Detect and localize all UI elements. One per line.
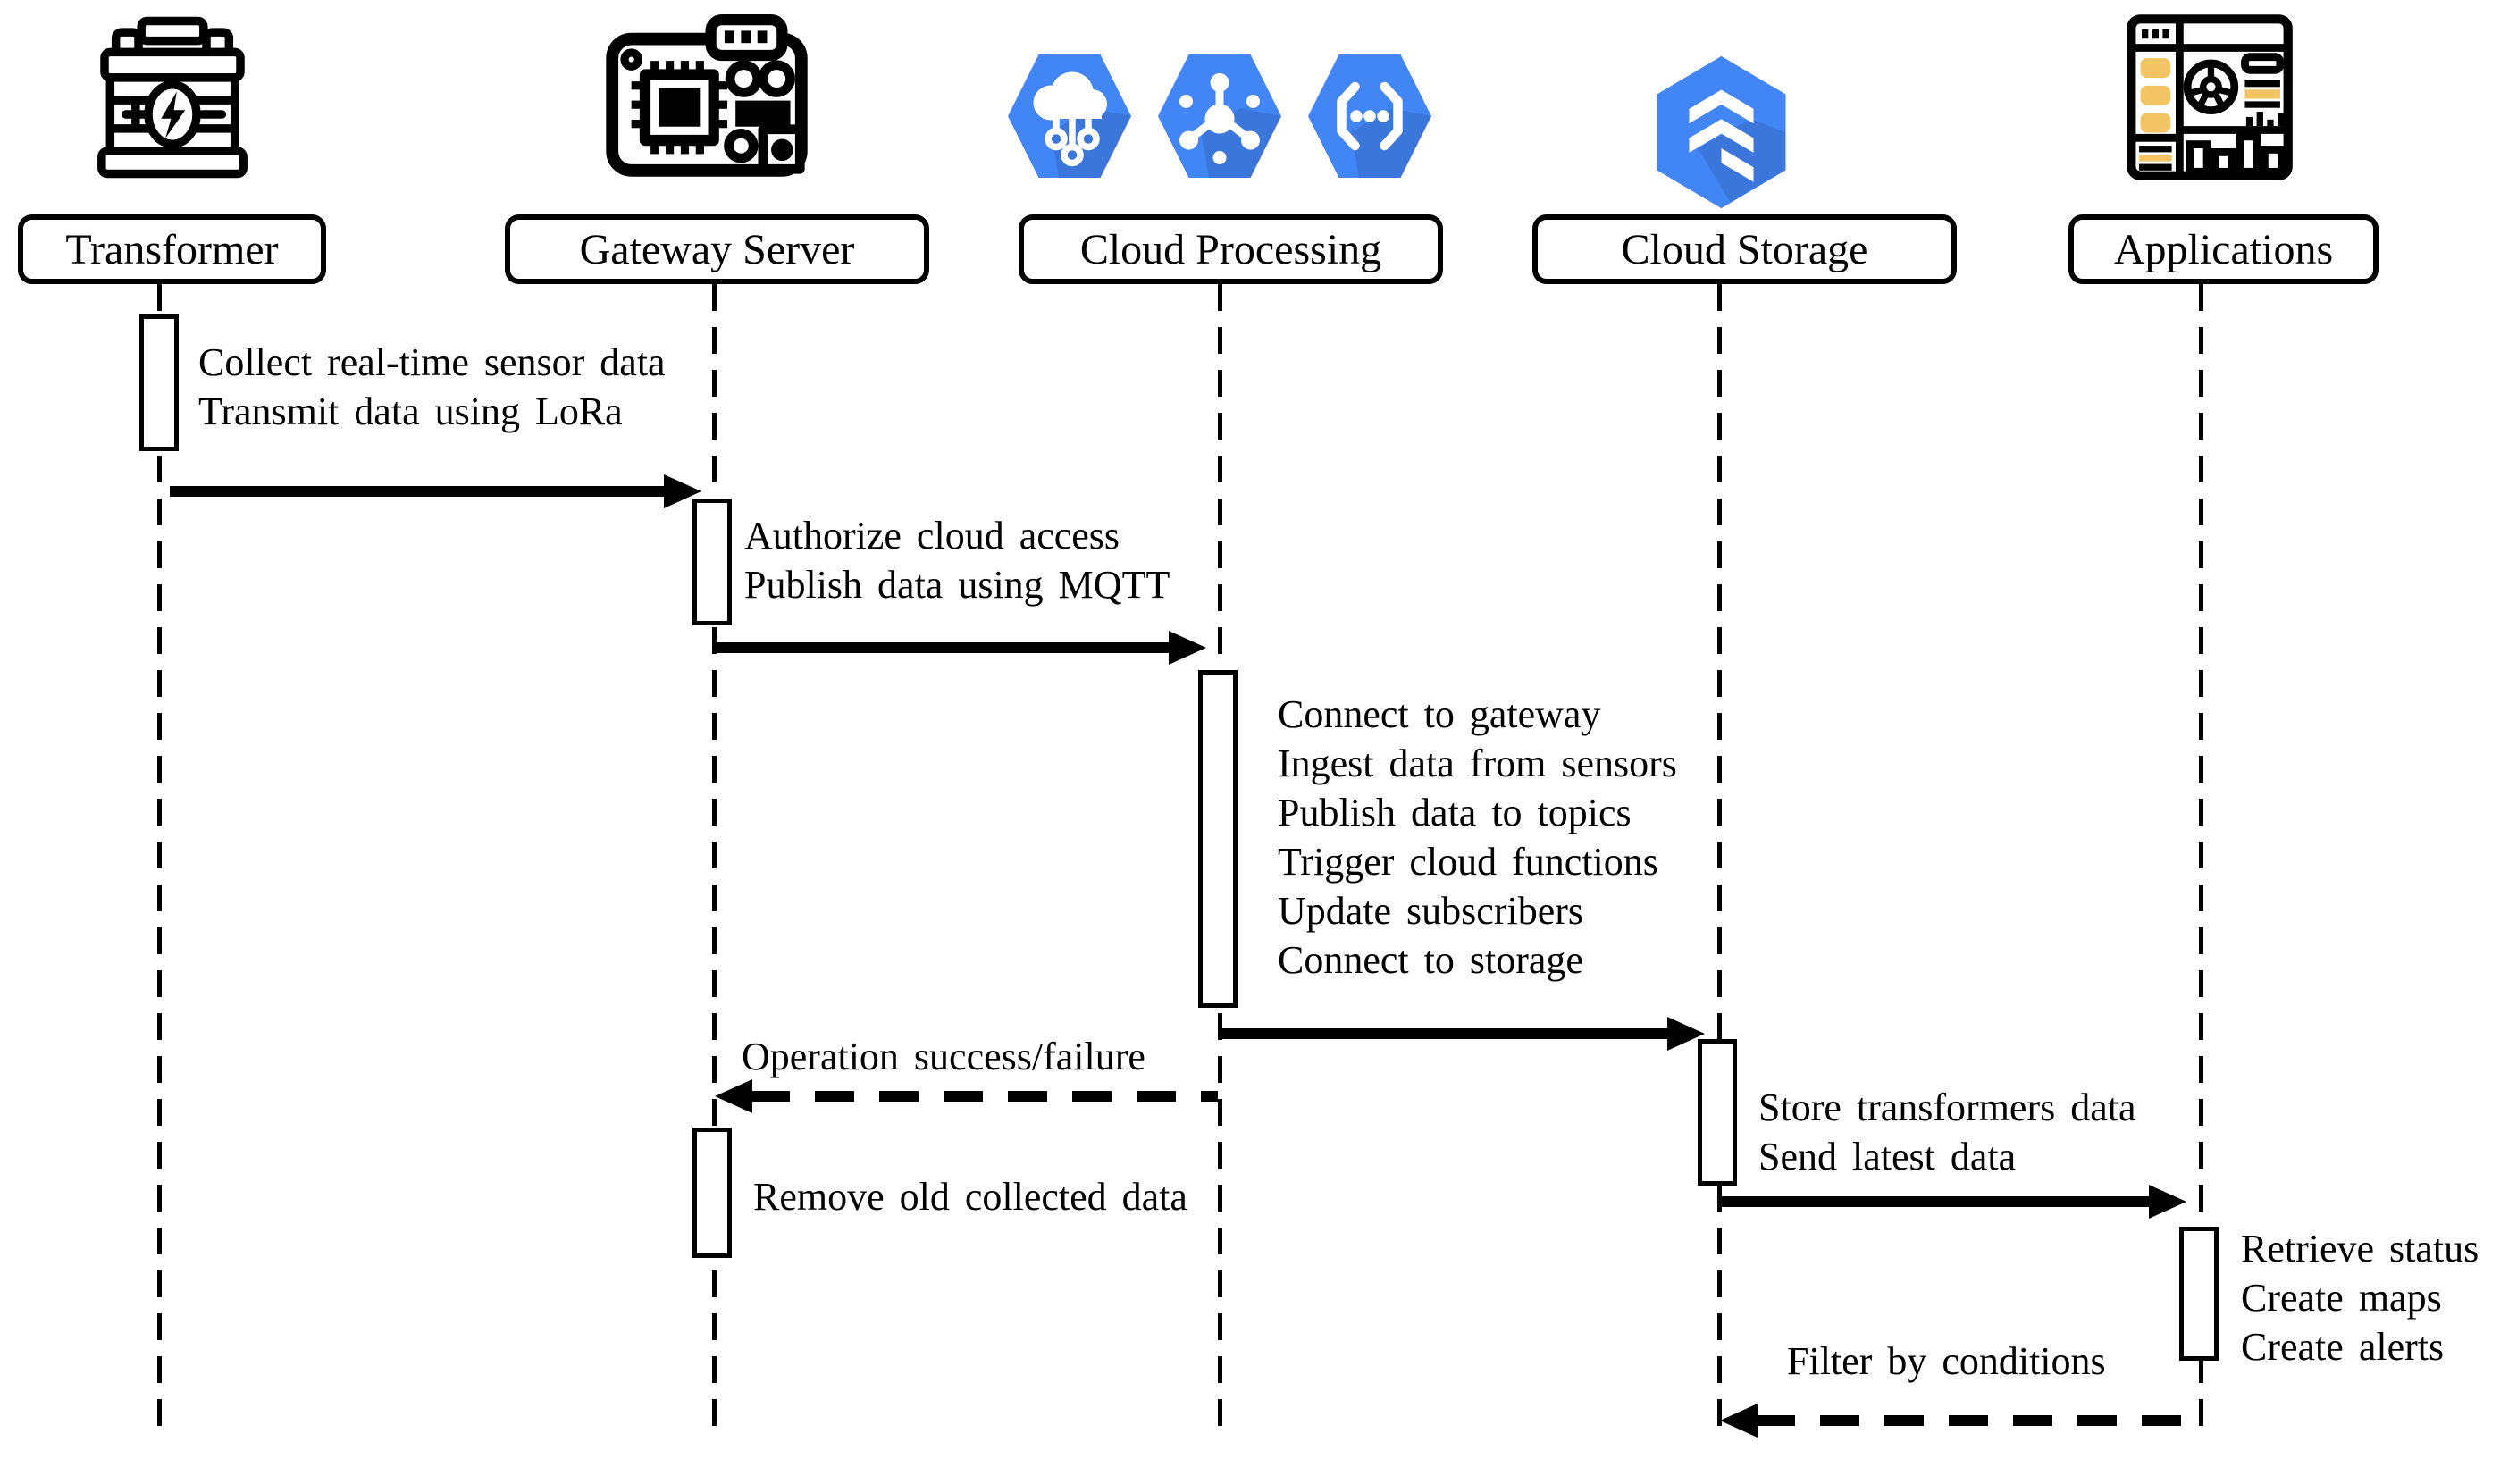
note-line: Operation success/failure [742, 1035, 1145, 1078]
arrow-processing-to-storage [1220, 1017, 1705, 1051]
note-line: Send latest data [1758, 1135, 2017, 1178]
note-line: Transmit data using LoRa [198, 390, 623, 433]
note-line: Collect real-time sensor data [198, 340, 666, 384]
note-storage-activity: Store transformers data Send latest data [1758, 1083, 2136, 1181]
dashed-arrow-processing-to-gateway [715, 1079, 1218, 1113]
note-line: Connect to storage [1278, 938, 1583, 982]
activation-applications [2179, 1227, 2219, 1361]
arrow-gateway-to-processing [712, 631, 1206, 665]
note-processing-activity: Connect to gateway Ingest data from sens… [1278, 690, 1677, 985]
cloud-storage-hexagon-icon [1657, 55, 1786, 209]
note-line: Authorize cloud access [744, 514, 1120, 558]
note-transformer-activity: Collect real-time sensor data Transmit d… [198, 338, 666, 436]
note-line: Update subscribers [1278, 889, 1584, 933]
dashed-arrow-applications-to-storage [1720, 1404, 2199, 1438]
note-gateway-cleanup: Remove old collected data [753, 1172, 1187, 1221]
actor-label-cloud-storage: Cloud Storage [1532, 214, 1957, 284]
actor-label-gateway-server: Gateway Server [505, 214, 929, 284]
activation-cloud-processing [1198, 670, 1238, 1008]
note-line: Store transformers data [1758, 1086, 2136, 1129]
cloud-pubsub-hexagon-icon [1158, 54, 1281, 178]
activation-gateway-1 [692, 499, 732, 625]
note-line: Create maps [2241, 1276, 2442, 1320]
lifeline-applications [2199, 284, 2203, 1438]
cloud-iot-core-hexagon-icon [1008, 54, 1131, 178]
arrow-transformer-to-gateway [170, 474, 701, 508]
lifeline-gateway-server [712, 284, 717, 1438]
note-line: Filter by conditions [1787, 1339, 2106, 1383]
label-operation-result: Operation success/failure [742, 1032, 1145, 1081]
note-gateway-activity: Authorize cloud access Publish data usin… [744, 511, 1170, 609]
transformer-battery-icon [97, 16, 248, 179]
applications-dashboard-icon [2127, 14, 2293, 180]
label-filter-result: Filter by conditions [1787, 1337, 2106, 1386]
activation-gateway-2 [692, 1128, 732, 1258]
note-line: Trigger cloud functions [1278, 840, 1658, 884]
activation-cloud-storage [1698, 1039, 1737, 1186]
note-line: Publish data using MQTT [744, 563, 1170, 607]
cloud-functions-hexagon-icon [1308, 54, 1431, 178]
actor-label-transformer: Transformer [18, 214, 326, 284]
actor-label-applications: Applications [2068, 214, 2379, 284]
note-line: Ingest data from sensors [1278, 742, 1677, 785]
actor-label-cloud-processing: Cloud Processing [1019, 214, 1443, 284]
activation-transformer [139, 314, 179, 451]
lifeline-cloud-storage [1717, 284, 1722, 1438]
note-line: Retrieve status [2241, 1227, 2479, 1270]
gateway-server-board-icon [606, 14, 808, 177]
note-applications-activity: Retrieve status Create maps Create alert… [2241, 1224, 2479, 1371]
lifeline-transformer [157, 284, 162, 1438]
note-line: Remove old collected data [753, 1175, 1187, 1219]
note-line: Publish data to topics [1278, 791, 1632, 834]
arrow-storage-to-applications [1717, 1185, 2186, 1219]
note-line: Create alerts [2241, 1325, 2445, 1369]
note-line: Connect to gateway [1278, 692, 1601, 736]
